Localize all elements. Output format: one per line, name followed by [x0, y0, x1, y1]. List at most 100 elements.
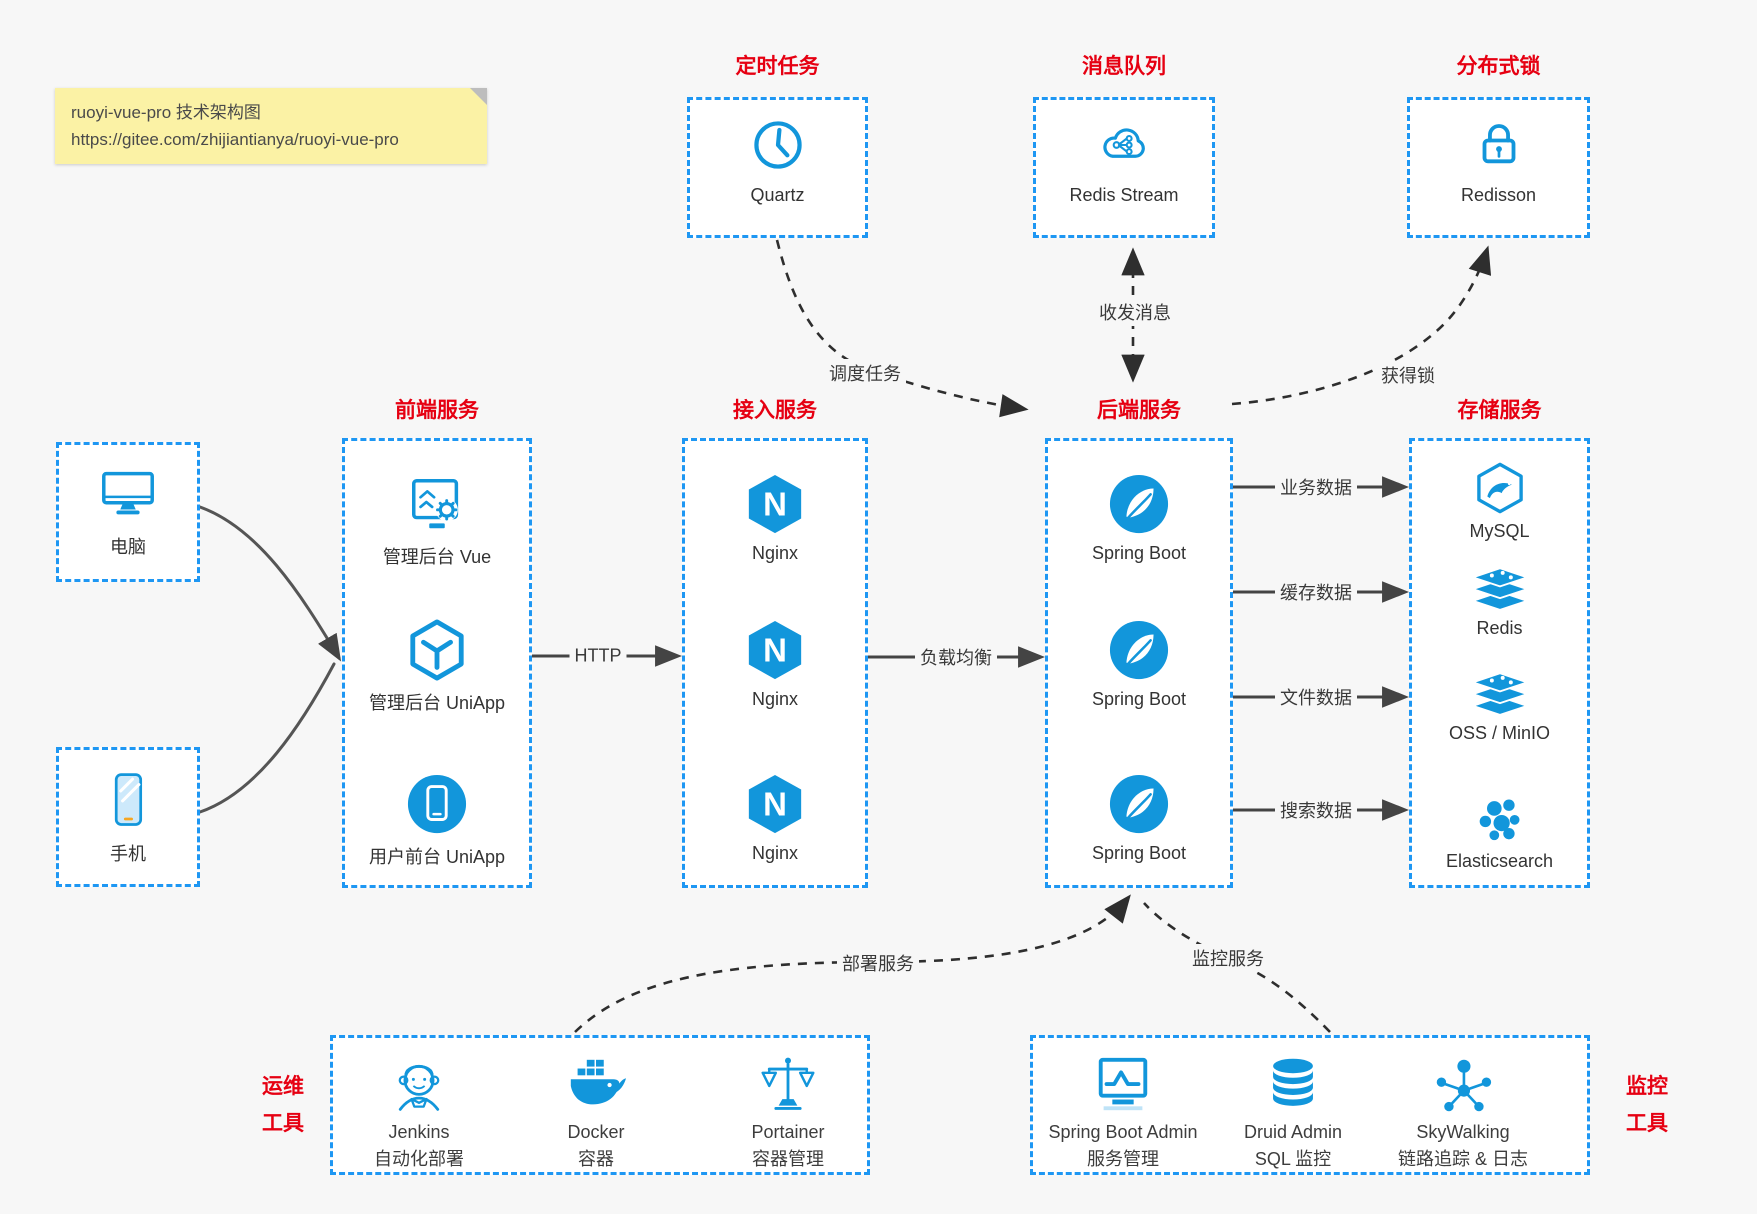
edge-label-file-data: 文件数据 [1275, 683, 1357, 711]
frontend-item-label: 管理后台 UniApp [368, 693, 506, 713]
monitoring-tools-title: 监控 工具 [1607, 1068, 1687, 1142]
frontend-box: 管理后台 Vue 管理后台 UniApp 用户前台 UniApp [342, 438, 532, 888]
frontend-item-label: 用户前台 UniApp [368, 847, 506, 867]
frontend-item-label: 管理后台 Vue [382, 547, 492, 567]
user-app-icon [407, 774, 467, 834]
gateway-item-label: Nginx [751, 543, 799, 563]
backend-item-label: Spring Boot [1091, 843, 1187, 863]
ops-tools-box: Jenkins 自动化部署 Docker 容器 [330, 1035, 870, 1175]
group-title-distributed-lock: 分布式锁 [1456, 55, 1541, 78]
backend-item-springboot: Spring Boot [1048, 773, 1230, 864]
storage-item-oss: OSS / MinIO [1412, 673, 1587, 744]
spring-boot-icon [1109, 620, 1169, 680]
portainer-icon [761, 1057, 815, 1110]
quartz-label: Quartz [750, 185, 805, 205]
storage-item-label: Redis [1476, 618, 1523, 638]
path-client-pc [198, 505, 342, 662]
docker-icon [570, 1059, 627, 1105]
ops-item-name: Jenkins [388, 1122, 450, 1142]
redis-stream-box: Redis Stream [1033, 97, 1215, 238]
monitoring-title-line2: 工具 [1626, 1112, 1668, 1135]
spring-boot-icon [1109, 474, 1169, 534]
edge-label-schedule: 调度任务 [824, 359, 906, 387]
storage-item-label: OSS / MinIO [1448, 723, 1551, 743]
mysql-icon [1476, 462, 1523, 514]
message-cloud-icon [1103, 128, 1145, 158]
admin-vue-icon [412, 479, 459, 529]
nginx-icon: N [748, 620, 802, 680]
monitoring-title-line1: 监控 [1626, 1075, 1668, 1098]
backend-item-label: Spring Boot [1091, 689, 1187, 709]
druid-icon [1273, 1058, 1313, 1106]
edge-label-cache-data: 缓存数据 [1275, 578, 1357, 606]
backend-item-springboot: Spring Boot [1048, 473, 1230, 564]
group-title-frontend: 前端服务 [395, 399, 479, 422]
gateway-item-label: Nginx [751, 689, 799, 709]
group-title-scheduled-task: 定时任务 [735, 55, 820, 78]
ops-item-desc: 自动化部署 [374, 1149, 464, 1169]
gateway-box: N Nginx N Nginx N Nginx [682, 438, 868, 888]
sticky-note: ruoyi-vue-pro 技术架构图 https://gitee.com/zh… [55, 88, 487, 165]
group-title-message-queue: 消息队列 [1082, 55, 1166, 78]
monitoring-tools-box: Spring Boot Admin 服务管理 Druid Admin SQL 监… [1030, 1035, 1590, 1175]
monitoring-item-name: Druid Admin [1243, 1122, 1343, 1142]
backend-item-label: Spring Boot [1091, 543, 1187, 563]
edge-label-business-data: 业务数据 [1275, 473, 1357, 501]
nginx-icon: N [748, 474, 802, 534]
redisson-label: Redisson [1460, 185, 1537, 205]
storage-item-label: Elasticsearch [1445, 851, 1554, 871]
oss-icon [1471, 673, 1528, 716]
jenkins-icon [398, 1064, 440, 1111]
redis-stream-label: Redis Stream [1069, 185, 1179, 205]
frontend-item-admin-vue: 管理后台 Vue [345, 473, 529, 569]
monitoring-item-desc: SQL 监控 [1254, 1149, 1332, 1169]
monitoring-item-name: Spring Boot Admin [1048, 1122, 1198, 1142]
ops-item-desc: 容器管理 [752, 1149, 824, 1169]
monitoring-item-sba: Spring Boot Admin 服务管理 [1018, 1054, 1228, 1170]
phone-icon [114, 773, 143, 826]
group-title-gateway: 接入服务 [733, 399, 817, 422]
group-title-backend: 后端服务 [1097, 399, 1181, 422]
monitoring-item-druid: Druid Admin SQL 监控 [1188, 1054, 1398, 1170]
edge-label-monitor: 监控服务 [1187, 944, 1269, 972]
nginx-icon: N [748, 774, 802, 834]
storage-item-label: MySQL [1469, 521, 1530, 541]
ops-item-docker: Docker 容器 [511, 1054, 681, 1170]
monitoring-item-desc: 服务管理 [1087, 1149, 1159, 1169]
clock-icon [753, 121, 802, 169]
ops-item-name: Portainer [751, 1122, 825, 1142]
quartz-box: Quartz [687, 97, 868, 238]
svg-text:N: N [763, 786, 787, 823]
uniapp-cube-icon [410, 619, 464, 681]
pc-client-box: 电脑 [56, 442, 200, 582]
ops-tools-title: 运维 工具 [243, 1068, 323, 1142]
desktop-icon [102, 471, 154, 515]
monitoring-item-name: SkyWalking [1416, 1122, 1510, 1142]
path-client-phone [198, 662, 336, 814]
ops-item-portainer: Portainer 容器管理 [703, 1054, 873, 1170]
storage-item-redis: Redis [1412, 568, 1587, 639]
spring-boot-icon [1109, 774, 1169, 834]
note-link: https://gitee.com/zhijiantianya/ruoyi-vu… [71, 130, 399, 150]
edge-label-lock: 获得锁 [1376, 361, 1440, 389]
note-title: ruoyi-vue-pro 技术架构图 [71, 103, 261, 122]
backend-item-springboot: Spring Boot [1048, 619, 1230, 710]
storage-item-mysql: MySQL [1412, 461, 1587, 542]
backend-box: Spring Boot Spring Boot Spring Boot [1045, 438, 1233, 888]
gateway-item-nginx: N Nginx [685, 473, 865, 564]
ops-title-line1: 运维 [262, 1075, 304, 1098]
edge-label-http: HTTP [569, 644, 627, 668]
spring-boot-admin-icon [1098, 1057, 1148, 1111]
edge-label-deploy: 部署服务 [837, 949, 919, 977]
mobile-client-label: 手机 [110, 844, 146, 864]
redisson-box: Redisson [1407, 97, 1590, 238]
redis-icon [1471, 568, 1528, 611]
storage-item-elasticsearch: Elasticsearch [1412, 793, 1587, 872]
monitoring-item-skywalking: SkyWalking 链路追踪 & 日志 [1358, 1054, 1568, 1170]
svg-text:N: N [763, 632, 787, 669]
gateway-item-label: Nginx [751, 843, 799, 863]
ops-item-name: Docker [567, 1122, 625, 1142]
ops-item-desc: 容器 [578, 1149, 614, 1169]
group-title-storage: 存储服务 [1457, 399, 1542, 422]
frontend-item-admin-uniapp: 管理后台 UniApp [345, 619, 529, 715]
